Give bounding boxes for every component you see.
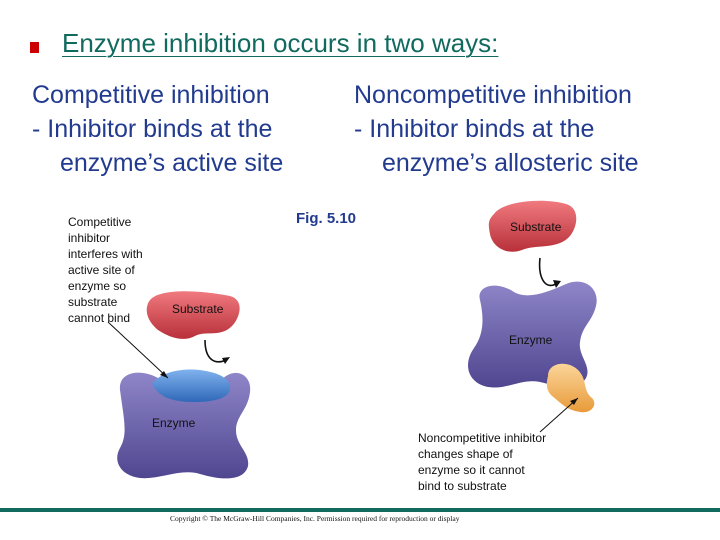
competitive-line-2: enzyme’s active site <box>60 149 284 177</box>
competitive-heading: Competitive inhibition <box>32 81 270 109</box>
competitive-caption-line: interferes with <box>68 247 143 261</box>
competitive-caption-line: enzyme so <box>68 279 127 293</box>
noncompetitive-caption: Noncompetitive inhibitor changes shape o… <box>418 430 598 494</box>
copyright-notice: Copyright © The McGraw-Hill Companies, I… <box>170 514 460 523</box>
slide-title: Enzyme inhibition occurs in two ways: <box>62 28 499 58</box>
arrow-caption-to-inhibitor <box>107 321 169 379</box>
noncompetitive-column: Noncompetitive inhibition - Inhibitor bi… <box>354 78 639 180</box>
substrate-label-right: Substrate <box>510 220 562 234</box>
bullet-marker <box>30 42 39 53</box>
competitive-column: Competitive inhibition - Inhibitor binds… <box>32 78 283 180</box>
substrate-shape-left <box>146 291 240 339</box>
arrowhead-caption-to-allosteric <box>570 398 578 405</box>
noncompetitive-line-2: enzyme’s allosteric site <box>382 149 639 177</box>
noncompetitive-heading: Noncompetitive inhibition <box>354 81 632 109</box>
competitive-caption-line: Competitive <box>68 215 132 229</box>
enzyme-shape-right <box>468 281 597 388</box>
competitive-caption-line: inhibitor <box>68 231 111 245</box>
figure-label: Fig. 5.10 <box>296 210 357 227</box>
noncompetitive-caption-line: enzyme so it cannot <box>418 463 525 477</box>
arrow-substrate-blocked <box>204 339 227 363</box>
competitive-line-1: - Inhibitor binds at the <box>32 115 273 143</box>
noncompetitive-inhibitor-shape <box>546 363 595 413</box>
arrowhead-substrate-to-enzyme <box>553 280 561 288</box>
arrowhead-caption-to-inhibitor <box>160 371 168 378</box>
competitive-caption: Competitive inhibitor interferes with ac… <box>68 214 188 326</box>
competitive-caption-line: cannot bind <box>68 311 131 325</box>
noncompetitive-caption-line: changes shape of <box>418 447 513 461</box>
competitive-caption-line: substrate <box>68 295 118 309</box>
substrate-shape-right <box>488 200 577 252</box>
arrow-caption-to-allosteric <box>539 397 579 433</box>
arrow-substrate-to-enzyme <box>538 257 557 287</box>
footer-divider <box>0 508 720 512</box>
noncompetitive-line-1: - Inhibitor binds at the <box>354 115 595 143</box>
enzyme-label-left: Enzyme <box>152 416 196 430</box>
enzyme-label-right: Enzyme <box>509 333 553 347</box>
competitive-caption-line: active site of <box>68 263 135 277</box>
arrowhead-substrate-blocked <box>222 357 230 364</box>
noncompetitive-caption-line: bind to substrate <box>418 479 507 493</box>
substrate-label-left: Substrate <box>172 302 224 316</box>
noncompetitive-caption-line: Noncompetitive inhibitor <box>418 431 547 445</box>
competitive-inhibitor-shape <box>152 369 231 402</box>
